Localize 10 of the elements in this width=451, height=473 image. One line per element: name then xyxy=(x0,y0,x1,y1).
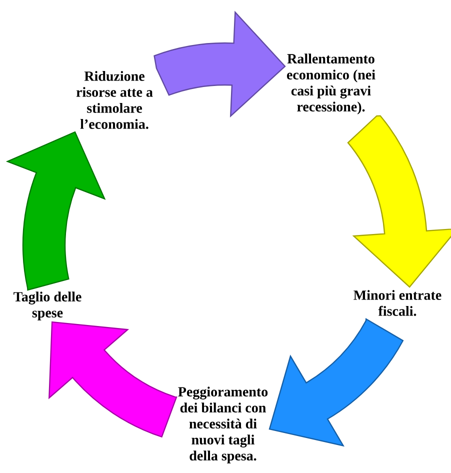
step-text: Peggioramento dei bilanci con necessità di nuovi tagli della spesa. xyxy=(178,386,268,464)
step-text: Rallentamento economico (nei casi più gravi recessione). xyxy=(286,54,376,114)
curved-block-arrow xyxy=(347,115,451,288)
curved-block-arrow xyxy=(154,12,286,117)
curved-block-arrow xyxy=(6,131,106,291)
step-text: Riduzione risorse atte a stimolare l’economia. xyxy=(76,71,153,129)
curved-block-arrow xyxy=(268,318,404,446)
step-text: Minori entrate fiscali. xyxy=(354,290,442,316)
step-text: Taglio delle spese xyxy=(14,292,82,320)
curved-block-arrow xyxy=(48,321,178,438)
